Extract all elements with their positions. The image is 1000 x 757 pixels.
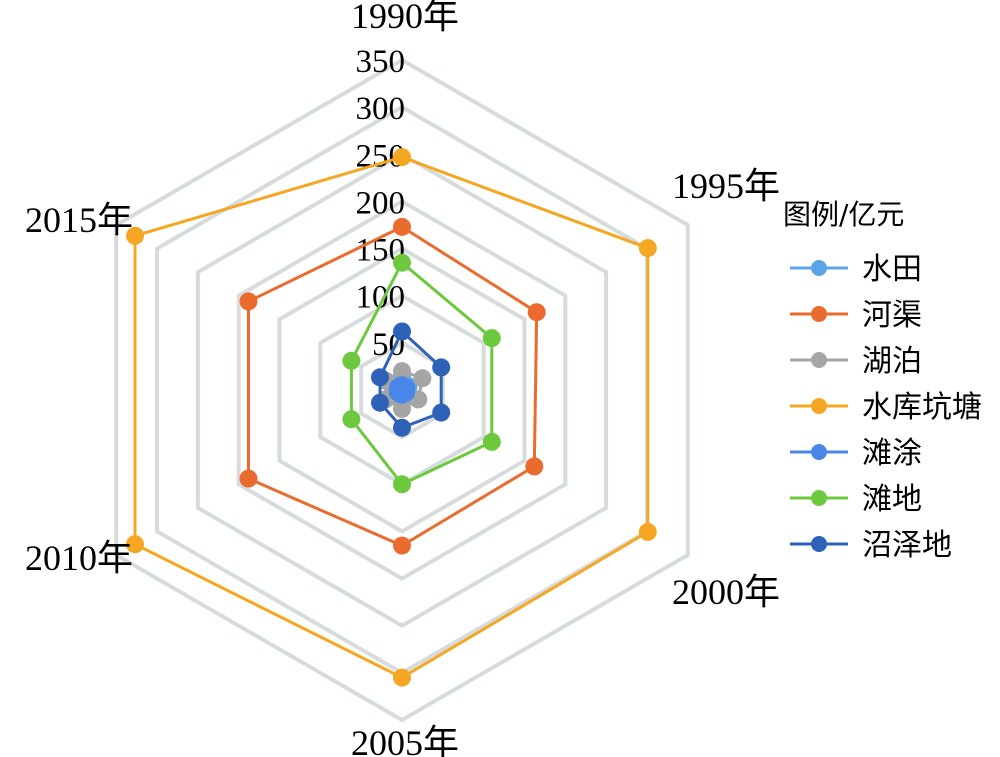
data-point: [393, 536, 411, 555]
data-point: [239, 469, 258, 488]
data-point: [432, 403, 451, 422]
axis-label: 2010年: [25, 538, 133, 578]
tick-label: 100: [356, 280, 406, 316]
legend-marker: [811, 306, 827, 322]
legend-marker: [811, 536, 827, 552]
legend-marker: [811, 398, 827, 414]
legend-label: 水库坑塘: [862, 390, 982, 425]
data-point: [388, 378, 407, 397]
legend-marker: [811, 260, 827, 276]
legend-item: 滩地: [790, 482, 922, 517]
legend-item: 沼泽地: [790, 528, 952, 563]
data-point: [239, 292, 258, 311]
data-point: [482, 329, 501, 348]
data-point: [393, 148, 411, 167]
tick-label: 350: [356, 44, 406, 80]
data-point: [393, 253, 411, 272]
series-1: [239, 217, 546, 555]
data-point: [342, 410, 361, 429]
axis-label: 2015年: [25, 200, 133, 240]
legend-item: 滩涂: [790, 436, 922, 471]
data-point: [638, 239, 657, 258]
data-point: [393, 475, 411, 494]
axis-labels: 1990年 1995年 2000年 2005年 2010年 2015年: [25, 0, 780, 757]
data-point: [393, 418, 411, 437]
data-point: [393, 362, 411, 381]
tick-label: 200: [356, 185, 406, 221]
axis-label: 1990年: [351, 0, 459, 36]
data-point: [432, 358, 451, 377]
legend-label: 滩地: [862, 482, 922, 517]
legend-item: 水田: [790, 252, 922, 287]
tick-label: 300: [356, 91, 406, 127]
series-4: [388, 376, 416, 404]
legend-marker: [811, 352, 827, 368]
series-5: [342, 253, 501, 494]
data-point: [371, 393, 389, 412]
legend-label: 河渠: [862, 298, 922, 333]
grid-ring-150: [277, 246, 527, 534]
grid-ring-350: [114, 57, 690, 723]
legend-label: 滩涂: [862, 436, 922, 471]
grid-ring-200: [236, 199, 568, 581]
data-point: [638, 522, 657, 541]
data-point: [527, 303, 546, 322]
legend-label: 沼泽地: [862, 528, 952, 563]
series-3: [126, 148, 657, 687]
legend-item: 河渠: [790, 298, 922, 333]
data-point: [413, 369, 432, 388]
data-point: [393, 217, 411, 236]
data-point: [525, 457, 544, 476]
data-point: [342, 351, 361, 370]
data-point: [393, 399, 411, 418]
grid-ring-250: [195, 151, 609, 629]
axis-label: 2005年: [351, 723, 459, 757]
legend-marker: [811, 444, 827, 460]
data-point: [126, 535, 144, 554]
legend-label: 水田: [862, 252, 922, 287]
data-point: [126, 226, 144, 245]
legend-label: 湖泊: [862, 344, 922, 379]
axis-label: 1995年: [672, 166, 780, 206]
legend-title: 图例/亿元: [783, 198, 904, 231]
legend-item: 水库坑塘: [790, 390, 982, 425]
data-point: [371, 368, 389, 387]
axis-label: 2000年: [672, 572, 780, 612]
data-point: [393, 668, 411, 687]
legend-item: 湖泊: [790, 344, 922, 379]
data-point: [393, 322, 411, 341]
data-point: [482, 432, 501, 451]
legend-marker: [811, 490, 827, 506]
radar-series: [126, 148, 657, 687]
series-6: [371, 322, 451, 437]
